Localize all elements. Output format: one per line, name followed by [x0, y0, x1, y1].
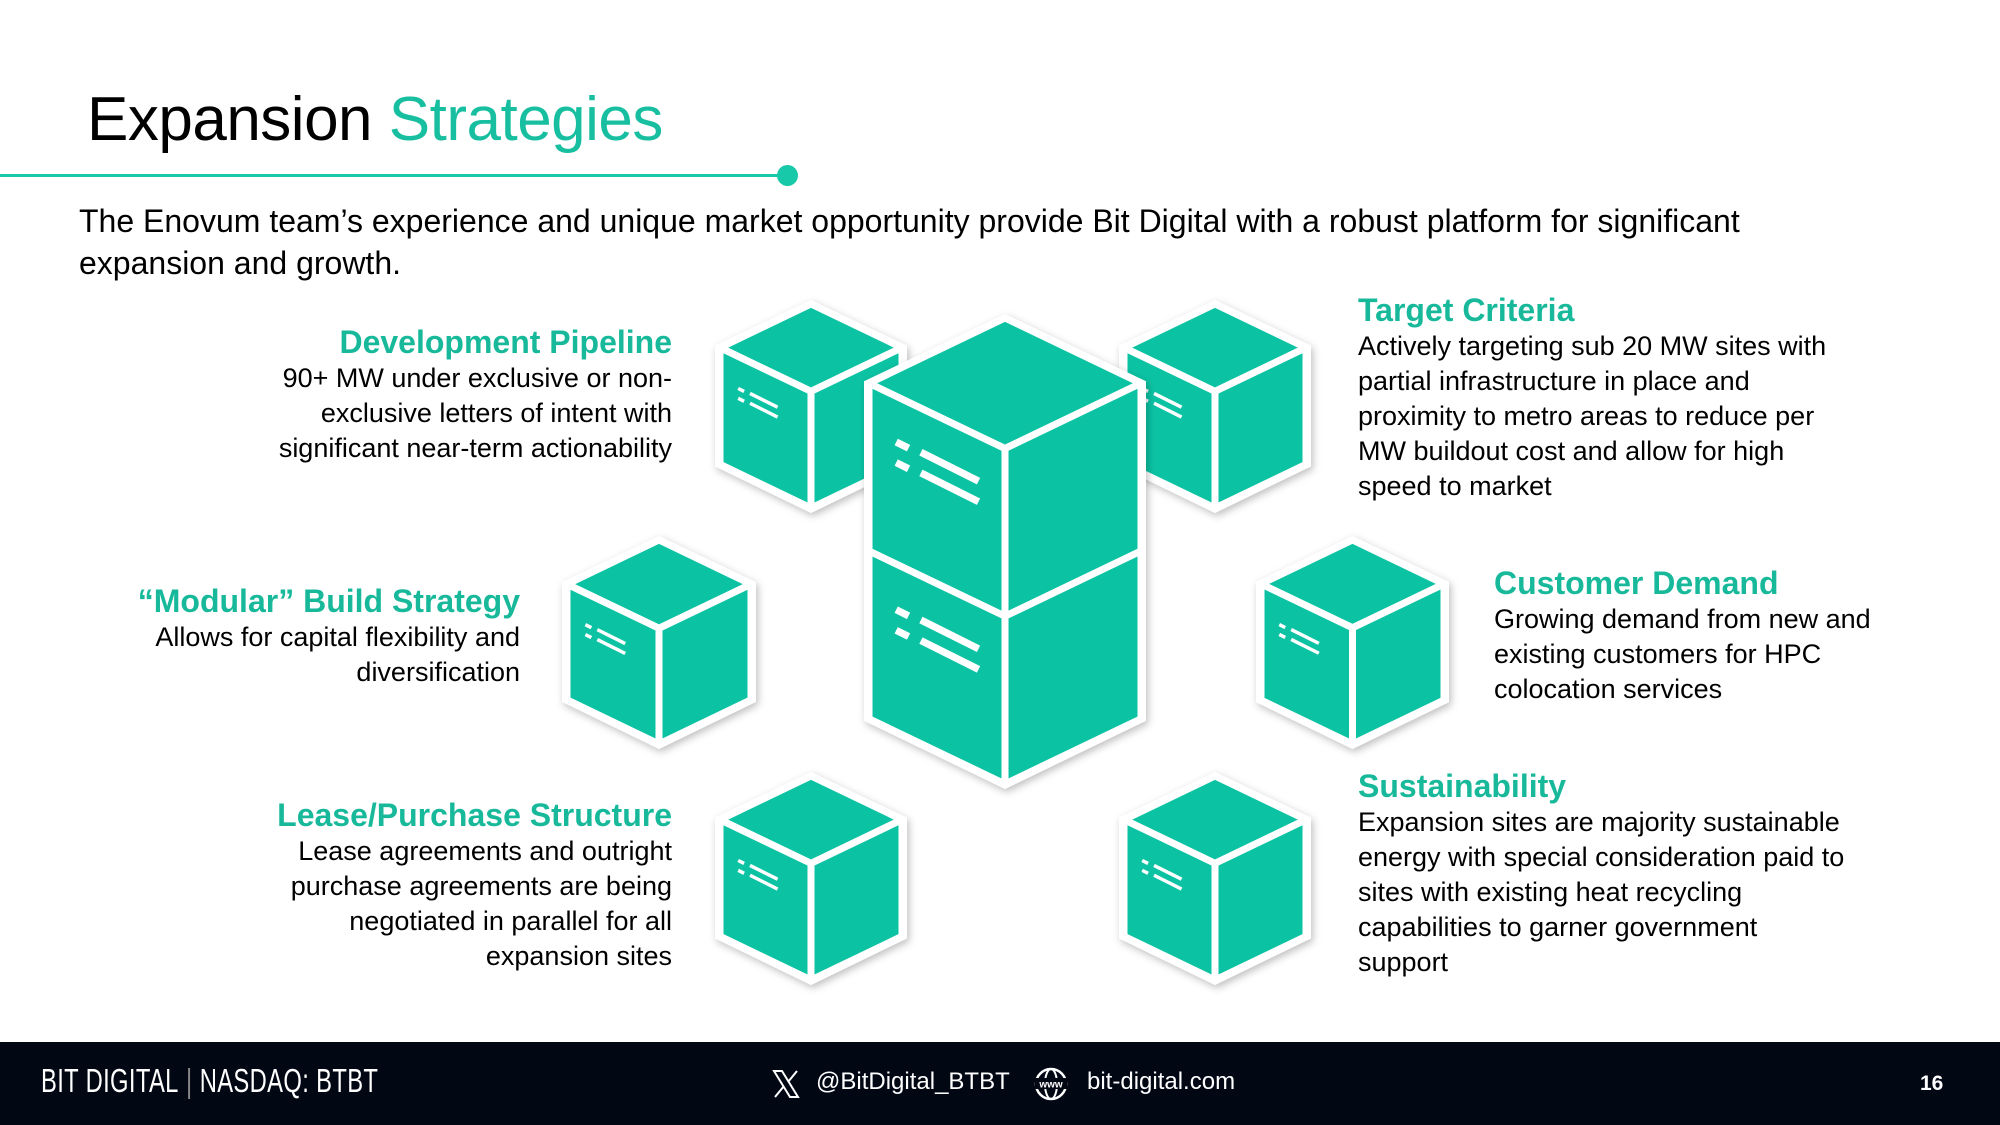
- strategy-line: expansion sites: [485, 941, 672, 971]
- rack-marking: [749, 863, 779, 881]
- title-underline-dot: [777, 165, 798, 186]
- strategy-line: Allows for capital flexibility and: [155, 622, 520, 652]
- strategy-heading: Development Pipeline: [339, 324, 672, 360]
- strategy-sustainability: Sustainability Expansion sites are major…: [1358, 767, 1844, 980]
- strategy-line: negotiated in parallel for all: [349, 906, 672, 936]
- cube-middle-right: [1256, 536, 1449, 749]
- strategy-heading: Lease/Purchase Structure: [277, 797, 672, 833]
- cube-right-face: [1211, 344, 1310, 512]
- rack-marking: [1153, 873, 1183, 891]
- rack-marking: [596, 638, 626, 656]
- cube-middle-left: [562, 536, 756, 749]
- rack-marking: [894, 438, 911, 452]
- cube-central-tower: [864, 314, 1146, 789]
- cube-top-left: [715, 300, 907, 513]
- www-label: www: [1038, 1080, 1063, 1091]
- cube-bottom-right: [1119, 772, 1311, 985]
- strategy-line: partial infrastructure in place and: [1358, 366, 1750, 396]
- cube-top-right: [1119, 300, 1311, 513]
- rack-marking: [749, 391, 779, 409]
- rack-marking: [737, 858, 745, 865]
- strategy-line: sites with existing heat recycling: [1358, 877, 1743, 907]
- rack-marking: [1290, 627, 1320, 645]
- strategy-development-pipeline: Development Pipeline 90+ MW under exclus…: [279, 323, 672, 466]
- cube-right-face: [1211, 816, 1310, 984]
- rack-marking: [919, 616, 981, 653]
- strategy-line: Actively targeting sub 20 MW sites with: [1358, 331, 1827, 361]
- strategy-line: speed to market: [1358, 471, 1552, 501]
- rack-marking: [737, 868, 745, 875]
- x-logo-icon: [772, 1070, 800, 1098]
- ticker: NASDAQ: BTBT: [199, 1062, 379, 1099]
- strategy-modular-build: “Modular” Build Strategy Allows for capi…: [138, 582, 520, 690]
- strategy-heading: “Modular” Build Strategy: [137, 583, 520, 619]
- cube-right-face: [807, 816, 906, 984]
- page-number: 16: [1920, 1072, 1944, 1095]
- strategy-line: existing customers for HPC: [1494, 639, 1822, 669]
- strategy-line: Lease agreements and outright: [298, 836, 672, 866]
- page-title: Expansion Strategies: [87, 84, 663, 155]
- strategy-line: energy with special consideration paid t…: [1358, 842, 1845, 872]
- rack-marking: [749, 401, 779, 419]
- strategy-line: MW buildout cost and allow for high: [1358, 436, 1785, 466]
- website-link[interactable]: bit-digital.com: [1087, 1068, 1236, 1095]
- rack-marking: [1153, 391, 1183, 409]
- rack-marking: [894, 606, 911, 620]
- rack-marking: [584, 633, 593, 640]
- x-handle-link[interactable]: @BitDigital_BTBT: [816, 1068, 1010, 1095]
- rack-marking: [919, 637, 981, 673]
- strategy-line: Expansion sites are majority sustainable: [1358, 807, 1840, 837]
- rack-marking: [894, 459, 911, 472]
- strategy-lease-purchase: Lease/Purchase Structure Lease agreement…: [277, 796, 672, 974]
- rack-marking: [737, 396, 745, 403]
- cube-bottom-left: [715, 772, 907, 985]
- strategy-line: exclusive letters of intent with: [320, 398, 672, 428]
- strategy-heading: Sustainability: [1358, 768, 1567, 804]
- rack-marking: [749, 873, 779, 891]
- globe-icon: www: [1034, 1067, 1068, 1101]
- rack-marking: [596, 628, 626, 646]
- rack-marking: [1141, 868, 1149, 875]
- rack-marking: [1290, 637, 1320, 655]
- rack-marking: [1141, 858, 1149, 865]
- rack-marking: [1278, 623, 1287, 630]
- strategy-line: purchase agreements are being: [290, 871, 672, 901]
- strategy-heading: Customer Demand: [1494, 565, 1779, 601]
- strategy-line: significant near-term actionability: [278, 433, 672, 463]
- strategy-line: proximity to metro areas to reduce per: [1358, 401, 1815, 431]
- strategy-line: support: [1358, 947, 1449, 977]
- title-part-1: Expansion: [87, 85, 389, 154]
- brand-separator: |: [185, 1062, 193, 1099]
- strategy-heading: Target Criteria: [1358, 292, 1575, 328]
- strategy-line: Growing demand from new and: [1494, 604, 1871, 634]
- title-part-2: Strategies: [388, 85, 664, 154]
- brand-name: BIT DIGITAL: [41, 1062, 179, 1099]
- rack-marking: [1153, 401, 1183, 419]
- cube-right-face: [1349, 580, 1448, 748]
- rack-marking: [737, 386, 745, 393]
- rack-marking: [1153, 863, 1183, 881]
- title-underline: [0, 174, 787, 177]
- strategy-line: diversification: [356, 657, 520, 687]
- strategy-line: capabilities to garner government: [1358, 912, 1758, 942]
- brand-logo: BIT DIGITAL|NASDAQ: BTBT: [41, 1062, 378, 1100]
- rack-marking: [894, 627, 911, 640]
- cube-right-face: [1001, 547, 1145, 788]
- subtitle: The Enovum team’s experience and unique …: [79, 203, 1740, 281]
- rack-marking: [1278, 632, 1287, 639]
- strategy-customer-demand: Customer Demand Growing demand from new …: [1494, 564, 1871, 707]
- strategy-target-criteria: Target Criteria Actively targeting sub 2…: [1358, 291, 1826, 504]
- cube-illustration: [562, 300, 1449, 985]
- rack-marking: [584, 623, 593, 630]
- strategy-line: 90+ MW under exclusive or non-: [282, 363, 672, 393]
- strategy-line: colocation services: [1494, 674, 1723, 704]
- cube-right-face: [655, 580, 755, 748]
- rack-marking: [919, 469, 981, 505]
- rack-marking: [919, 449, 981, 485]
- footer: BIT DIGITAL|NASDAQ: BTBT @BitDigital_BTB…: [0, 1042, 2000, 1125]
